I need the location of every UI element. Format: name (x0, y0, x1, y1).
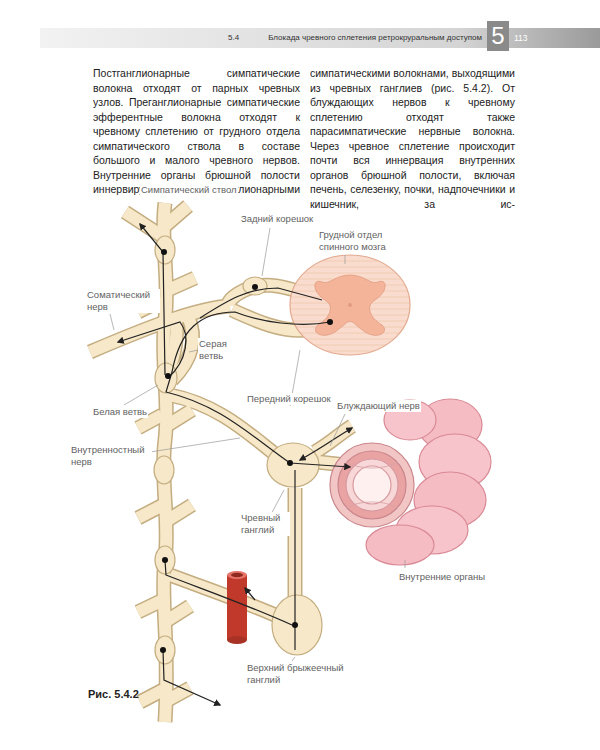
leader-lines (330, 414, 345, 446)
trunk-ganglia (272, 595, 322, 655)
part-label: Внутренностный нерв (70, 444, 152, 468)
leader-lines (124, 385, 158, 405)
leader-lines (262, 228, 270, 276)
running-header: Блокада чревного сплетения ретрокруральн… (250, 32, 482, 43)
spinal-cord (348, 303, 352, 307)
part-label: Верхний брыжеечный ганглий (246, 662, 346, 686)
chapter-number: 5 (487, 22, 509, 50)
neuron-bodies (161, 249, 167, 255)
blood-vessel (227, 571, 247, 579)
neuron-bodies (165, 373, 171, 379)
trunk-ganglia (155, 546, 175, 574)
neuron-bodies (327, 319, 333, 325)
neuron-bodies (160, 249, 333, 653)
leader-lines (345, 255, 346, 264)
trunk-ganglia (155, 363, 177, 393)
figure-caption: Рис. 5.4.2 (88, 688, 139, 701)
page-number: 113 (514, 33, 528, 44)
nerve-fibres (200, 288, 322, 318)
part-label: Внутренние органы (398, 571, 486, 583)
spinal-cord (290, 255, 410, 355)
neuron-bodies (287, 460, 293, 466)
nerve-fibres (166, 312, 350, 467)
leader-lines (189, 350, 198, 352)
leader-lines (405, 560, 406, 568)
part-label: Задний корешок (240, 213, 314, 225)
intestine (330, 443, 414, 527)
neuron-bodies (292, 622, 298, 628)
blood-vessel (231, 573, 243, 577)
part-label: Симпатический ствол (140, 184, 238, 196)
neuron-bodies (252, 284, 258, 290)
intestine (346, 459, 398, 511)
blood-vessel (227, 575, 247, 640)
part-label: Передний корешок (246, 393, 332, 405)
blood-vessel (227, 636, 247, 644)
nerve-fibres (165, 560, 292, 625)
intestine (353, 466, 391, 504)
leader-lines (292, 657, 295, 661)
chapter-box (487, 21, 509, 51)
intestine (346, 462, 398, 508)
trunk-ganglia (154, 456, 174, 484)
neuron-bodies (160, 647, 166, 653)
nerve-fibres (163, 650, 220, 705)
blood-vessel (227, 571, 247, 644)
nerve-fibres (118, 322, 186, 378)
part-label: Блуждающий нерв (336, 400, 421, 412)
trunk-ganglia (155, 636, 175, 664)
part-label: Серая ветвь (198, 338, 234, 362)
trunk-ganglia (243, 277, 267, 295)
part-label: Грудной отдел спинного мозга (318, 229, 415, 253)
part-label: Соматический нерв (86, 289, 160, 313)
part-label: Белая ветвь (92, 406, 148, 418)
body-paragraph: симпатическими волокнами, выходящими из … (310, 66, 515, 211)
spinal-cord (290, 255, 410, 355)
intestine (338, 451, 406, 519)
intestine (366, 525, 434, 565)
neuron-bodies (162, 557, 168, 563)
part-label: Чревный ганглий (240, 512, 290, 536)
body-paragraph: Постганглионарные симпатические волокна … (93, 66, 300, 197)
section-number: 5.4 (228, 32, 239, 43)
leader-lines (150, 438, 240, 452)
nerve-fibres (245, 588, 255, 600)
nerve-fibres (300, 428, 352, 460)
intestine (330, 399, 491, 565)
header-bar (40, 28, 600, 48)
spinal-cord (315, 275, 385, 335)
trunk-ganglia (155, 236, 175, 264)
leader-lines (110, 314, 114, 330)
